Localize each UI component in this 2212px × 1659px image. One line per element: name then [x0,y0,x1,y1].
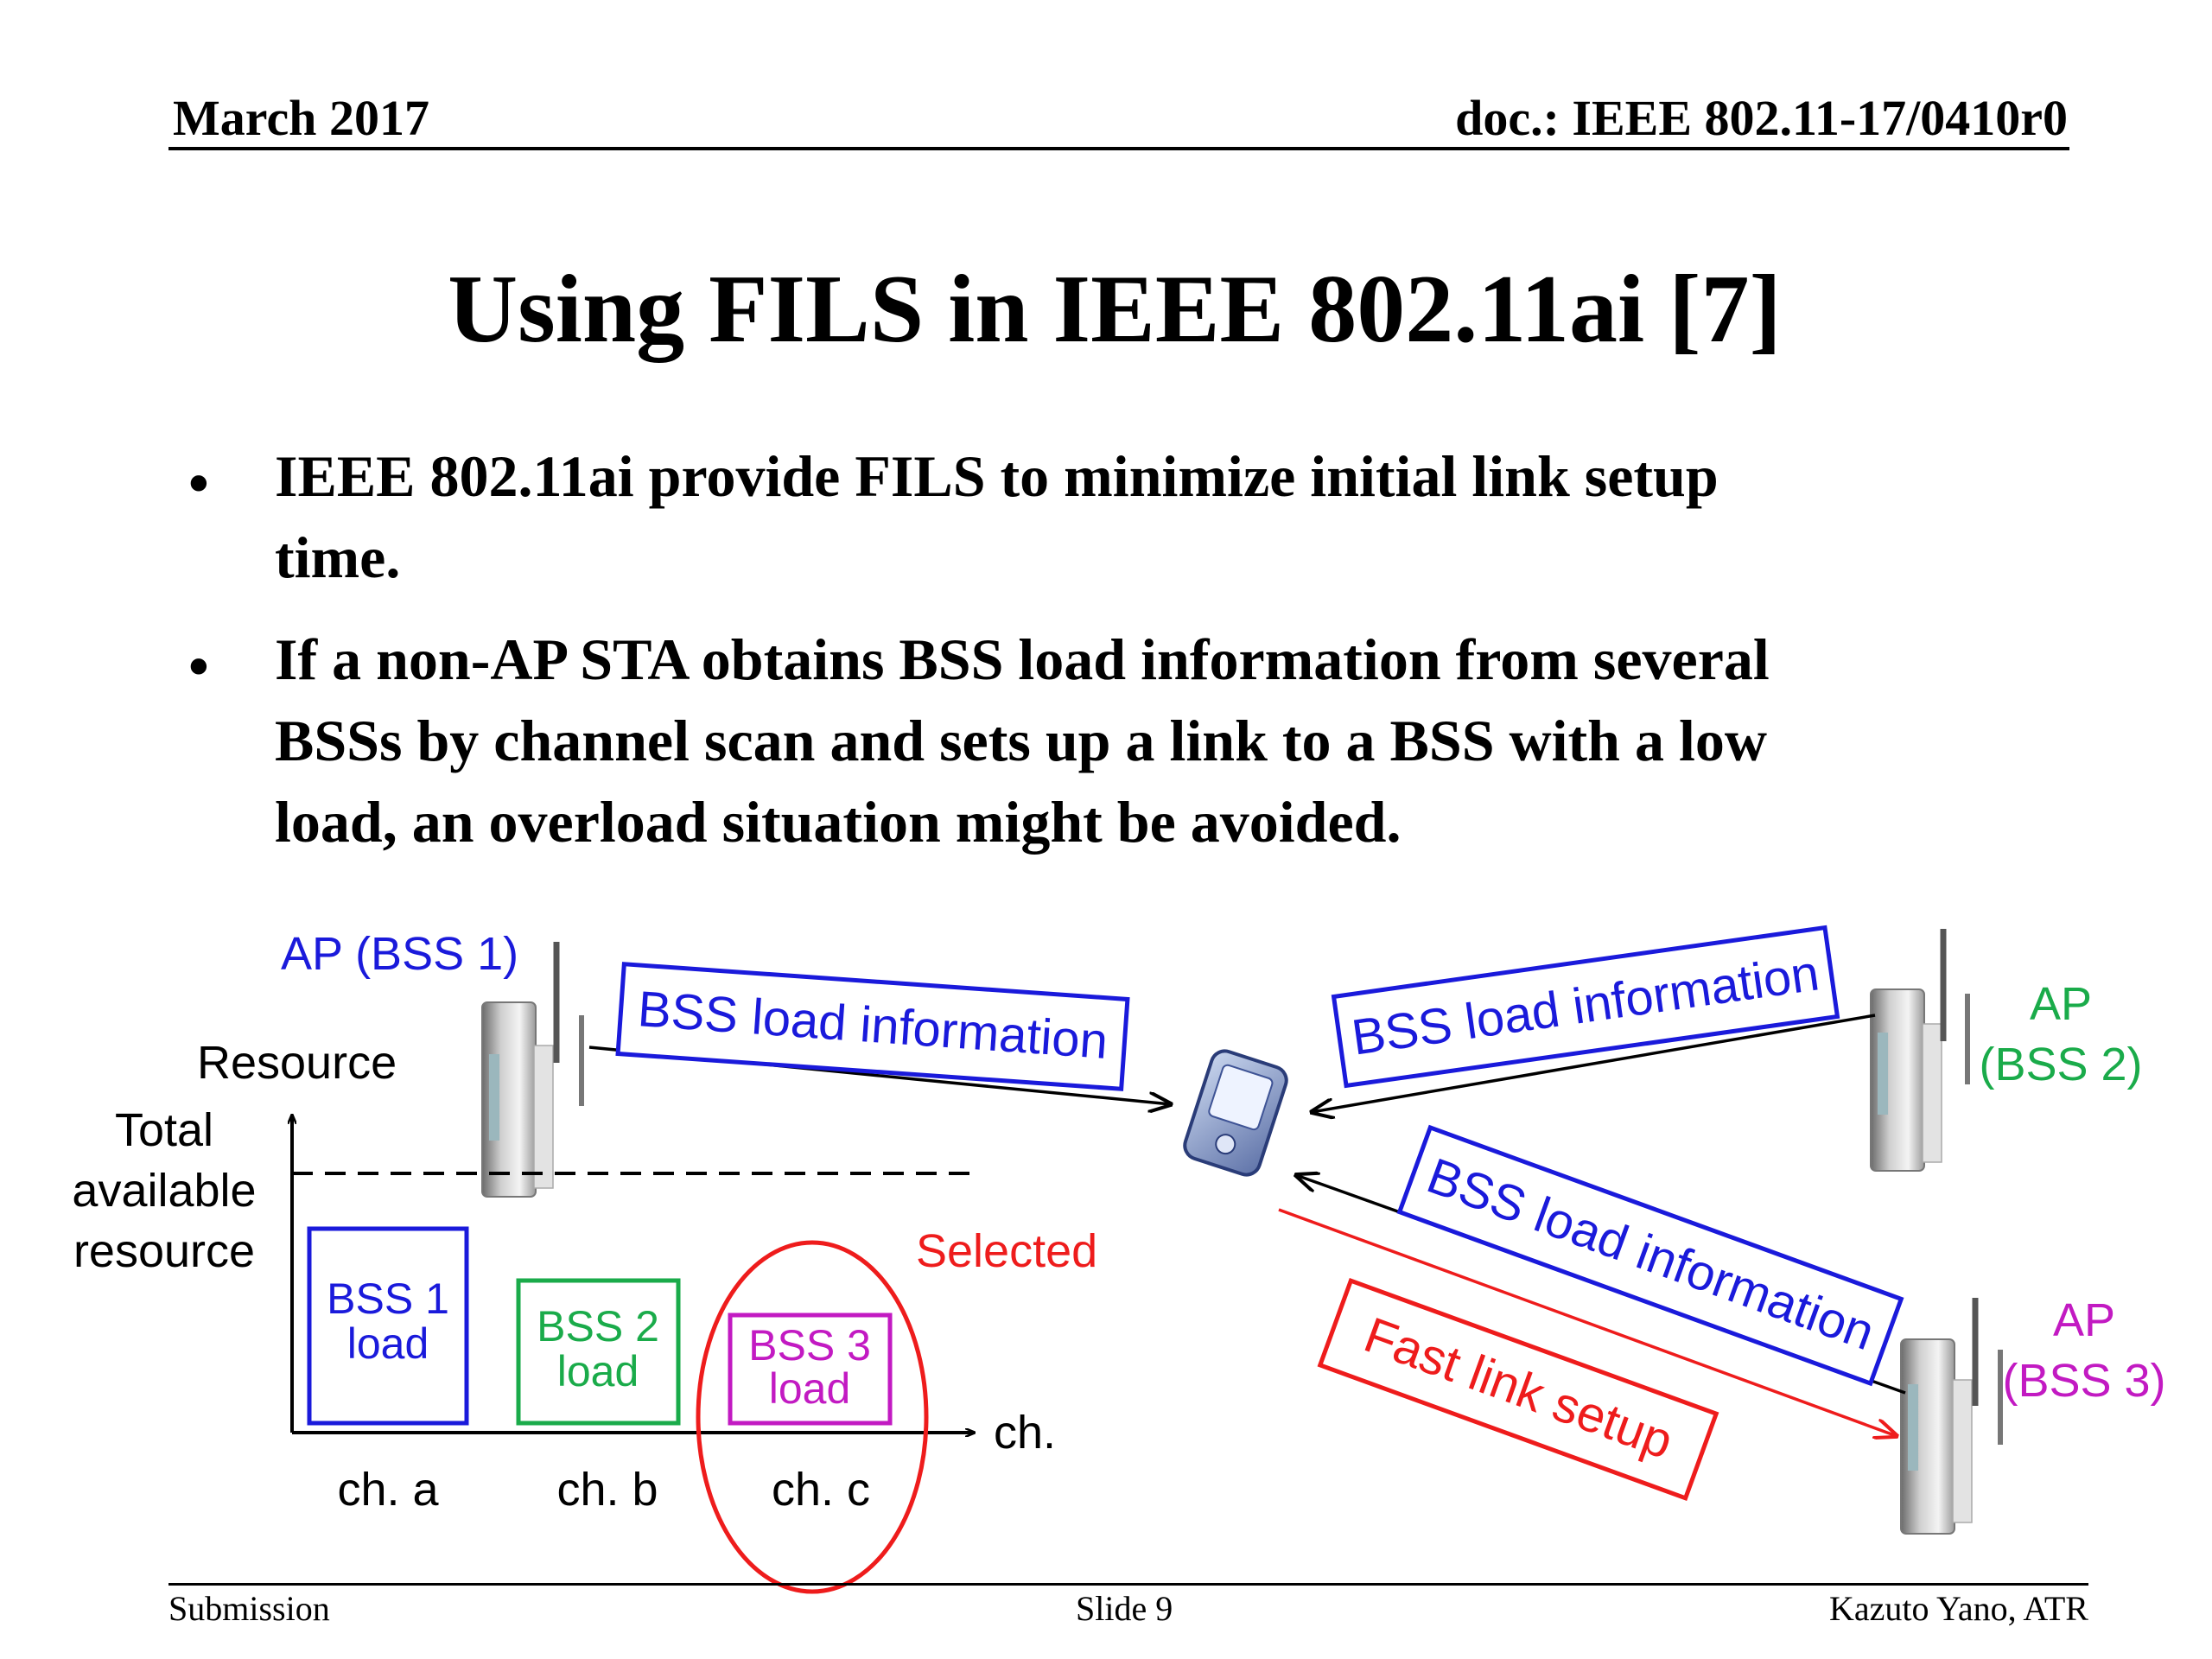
channel-label-c: ch. c [772,1464,870,1516]
total-resource-label-line-3: resource [73,1225,255,1277]
header-date: March 2017 [173,90,429,146]
bss1-load-bar: BSS 1 load [307,1226,469,1426]
fast-link-setup-message: Fast link setup [1317,1277,1719,1502]
footer-slide-number: Slide 9 [1076,1589,1173,1628]
channel-label-a: ch. a [337,1464,439,1516]
total-resource-label-line-2: available [72,1165,256,1217]
ap1-load-message: BSS load information [615,962,1130,1091]
total-resource-label-line-1: Total [115,1104,213,1156]
ap2-load-message: BSS load information [1331,925,1840,1089]
bullet-marker: • [188,450,209,516]
ap2-label-line-1: AP [2030,978,2092,1030]
bullet-1-line-2: time. [275,524,401,590]
bss1-load-label-line-1: BSS 1 [327,1274,449,1323]
bullet-2-line-2: BSSs by channel scan and sets up a link … [275,708,1767,773]
bss2-load-label-line-1: BSS 2 [537,1302,659,1351]
access-point-icon [1870,929,1970,1172]
bullet-1-text: IEEE 802.11ai provide FILS to minimize i… [275,435,2098,598]
bullet-2-text: If a non-AP STA obtains BSS load informa… [275,619,2098,862]
bss3-load-bar: BSS 3 load [728,1313,893,1426]
selected-label: Selected [916,1225,1097,1277]
footer-author: Kazuto Yano, ATR [1828,1589,2088,1628]
ap2-to-sta-arrow [1312,1014,1876,1112]
slide-title: Using FILS in IEEE 802.11ai [7] [448,256,1782,363]
bss3-load-label-line-2: load [769,1364,851,1413]
access-point-icon [481,942,584,1198]
ap3-label-line-1: AP [2053,1294,2115,1346]
ap3-label-line-2: (BSS 3) [2002,1355,2165,1407]
bss1-load-label-line-2: load [347,1319,429,1368]
smartphone-icon [1183,1049,1288,1177]
channel-label-b: ch. b [556,1464,658,1516]
bss3-load-label-line-1: BSS 3 [748,1321,871,1370]
x-axis-label: ch. [994,1407,1056,1459]
ap2-label-line-2: (BSS 2) [1979,1039,2142,1090]
header-divider [168,147,2069,150]
access-point-icon [1900,1298,2003,1535]
bullet-2-line-1: If a non-AP STA obtains BSS load informa… [275,626,1770,692]
bullet-1-line-1: IEEE 802.11ai provide FILS to minimize i… [275,443,1719,509]
fast-link-arrow [1278,1208,1897,1436]
bullet-2-line-3: load, an overload situation might be avo… [275,789,1402,855]
selected-highlight [696,1240,929,1594]
bss2-load-bar: BSS 2 load [516,1278,681,1426]
header-doc-id: doc.: IEEE 802.11-17/0410r0 [1455,90,2068,146]
footer-submission: Submission [168,1589,330,1628]
bss2-load-label-line-2: load [557,1347,639,1395]
ap1-label: AP (BSS 1) [281,928,518,980]
bullet-marker: • [188,633,209,699]
footer-divider [168,1583,2088,1586]
resource-axis-label: Resource [197,1037,397,1089]
